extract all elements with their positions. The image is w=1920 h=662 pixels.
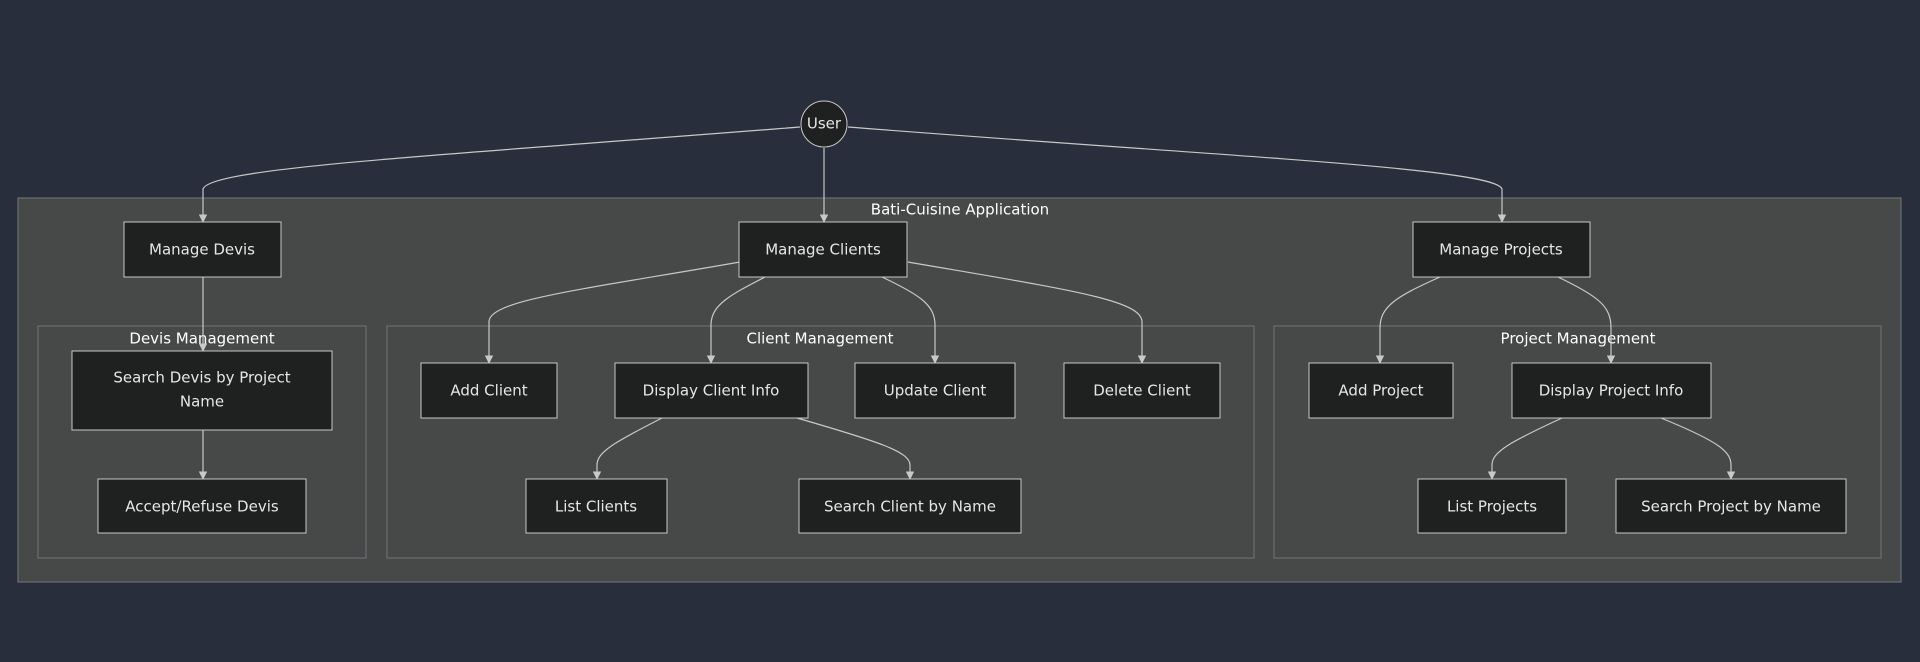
group-title-devis: Devis Management [129, 330, 274, 348]
edge-display-client-info-search-client [796, 417, 915, 480]
edge-manage-clients-delete-client [907, 261, 1147, 364]
edge-user-manage-devis [198, 126, 801, 223]
node-manage-clients: Manage Clients [738, 221, 908, 278]
node-manage-clients-label: Manage Clients [765, 241, 881, 259]
edge-user-manage-projects [847, 126, 1507, 223]
node-update-client: Update Client [854, 362, 1016, 419]
group-title-client: Client Management [746, 330, 893, 348]
node-manage-projects: Manage Projects [1412, 221, 1591, 278]
node-add-project-label: Add Project [1338, 382, 1423, 400]
node-list-clients: List Clients [525, 478, 668, 534]
node-user-label: User [807, 115, 842, 133]
node-delete-client: Delete Client [1063, 362, 1221, 419]
edge-manage-projects-display-project-info [1557, 276, 1616, 364]
edge-manage-projects-add-project [1375, 276, 1441, 364]
node-display-project-info-label: Display Project Info [1539, 382, 1684, 400]
edges [198, 126, 1736, 480]
node-list-clients-label: List Clients [555, 498, 637, 516]
node-add-client: Add Client [420, 362, 558, 419]
group-title-project: Project Management [1501, 330, 1656, 348]
node-manage-projects-label: Manage Projects [1439, 241, 1563, 259]
node-accept-refuse-devis: Accept/Refuse Devis [97, 478, 307, 534]
edge-display-client-info-list-clients [592, 417, 663, 480]
node-add-project: Add Project [1308, 362, 1454, 419]
node-display-project-info: Display Project Info [1511, 362, 1712, 419]
node-search-client-by-name: Search Client by Name [798, 478, 1022, 534]
node-user: User [800, 100, 848, 148]
node-search-project-by-name: Search Project by Name [1615, 478, 1847, 534]
node-list-projects-label: List Projects [1447, 498, 1537, 516]
node-display-client-info-label: Display Client Info [643, 382, 780, 400]
node-manage-devis: Manage Devis [123, 221, 282, 278]
node-search-devis-label-line1: Search Devis by Project [113, 369, 290, 387]
edge-display-project-info-list-projects [1487, 417, 1563, 480]
node-accept-refuse-devis-label: Accept/Refuse Devis [125, 498, 279, 516]
node-search-devis-by-project-name: Search Devis by Project Name [71, 350, 333, 431]
node-list-projects: List Projects [1417, 478, 1567, 534]
edge-manage-clients-update-client [881, 276, 940, 364]
node-display-client-info: Display Client Info [614, 362, 809, 419]
node-search-client-by-name-label: Search Client by Name [824, 498, 996, 516]
edge-manage-clients-add-client [484, 261, 741, 364]
edge-manage-clients-display-client-info [706, 276, 766, 364]
node-search-devis-label-line2: Name [180, 393, 224, 411]
group-title-app: Bati-Cuisine Application [871, 201, 1049, 219]
node-search-project-by-name-label: Search Project by Name [1641, 498, 1821, 516]
node-add-client-label: Add Client [450, 382, 527, 400]
node-update-client-label: Update Client [884, 382, 987, 400]
node-manage-devis-label: Manage Devis [149, 241, 255, 259]
node-delete-client-label: Delete Client [1093, 382, 1191, 400]
edge-display-project-info-search-project [1660, 417, 1736, 480]
